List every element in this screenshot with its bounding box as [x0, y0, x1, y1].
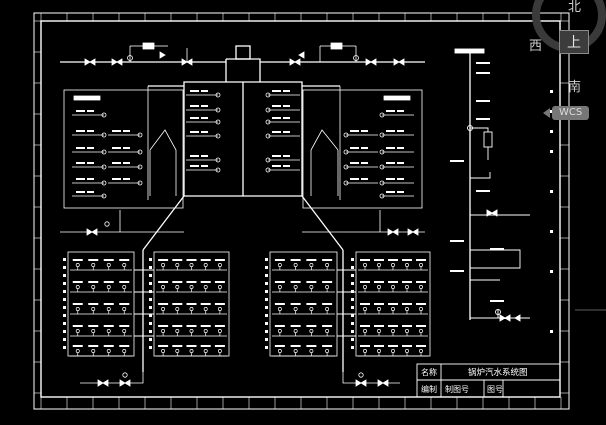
wcs-dropdown-arrow-icon[interactable] — [543, 108, 550, 118]
instrument-column-center-right — [265, 90, 300, 173]
drawn-value: 制图号 — [445, 384, 469, 394]
title-block-text: 名称 锅炉汽水系统图 编制 制图号 图号 — [421, 367, 528, 394]
upper-left-drum-box — [63, 86, 184, 209]
instrument-rows-right — [343, 110, 414, 199]
right-aux-system — [454, 48, 606, 322]
upper-right-drum-box — [302, 86, 423, 209]
instrument-rows-left — [72, 110, 143, 199]
name-label: 名称 — [421, 367, 437, 377]
title-block — [416, 363, 561, 398]
sheet-label: 图号 — [487, 385, 503, 394]
wcs-menu-button[interactable]: WCS — [552, 106, 590, 120]
drawing-title: 锅炉汽水系统图 — [468, 367, 528, 378]
header-valves-right — [289, 42, 405, 66]
compass-north[interactable]: 北 — [568, 0, 582, 15]
instrument-column-center-left — [186, 90, 221, 173]
drawn-label: 编制 — [421, 384, 437, 394]
bottom-lines — [80, 372, 400, 387]
viewcube-top-face[interactable]: 上 — [559, 30, 589, 54]
frame-grid-ticks — [34, 13, 569, 409]
drain-lines — [60, 210, 425, 236]
header-valves-left — [84, 42, 193, 66]
lower-instrument-grid — [63, 258, 428, 357]
compass-west[interactable]: 西 — [529, 39, 543, 54]
sheet-frame — [33, 12, 570, 410]
viewcube[interactable]: 北 西 上 南 WCS — [529, 0, 606, 120]
aux-system-labels — [450, 62, 553, 333]
compass-south[interactable]: 南 — [568, 80, 582, 95]
